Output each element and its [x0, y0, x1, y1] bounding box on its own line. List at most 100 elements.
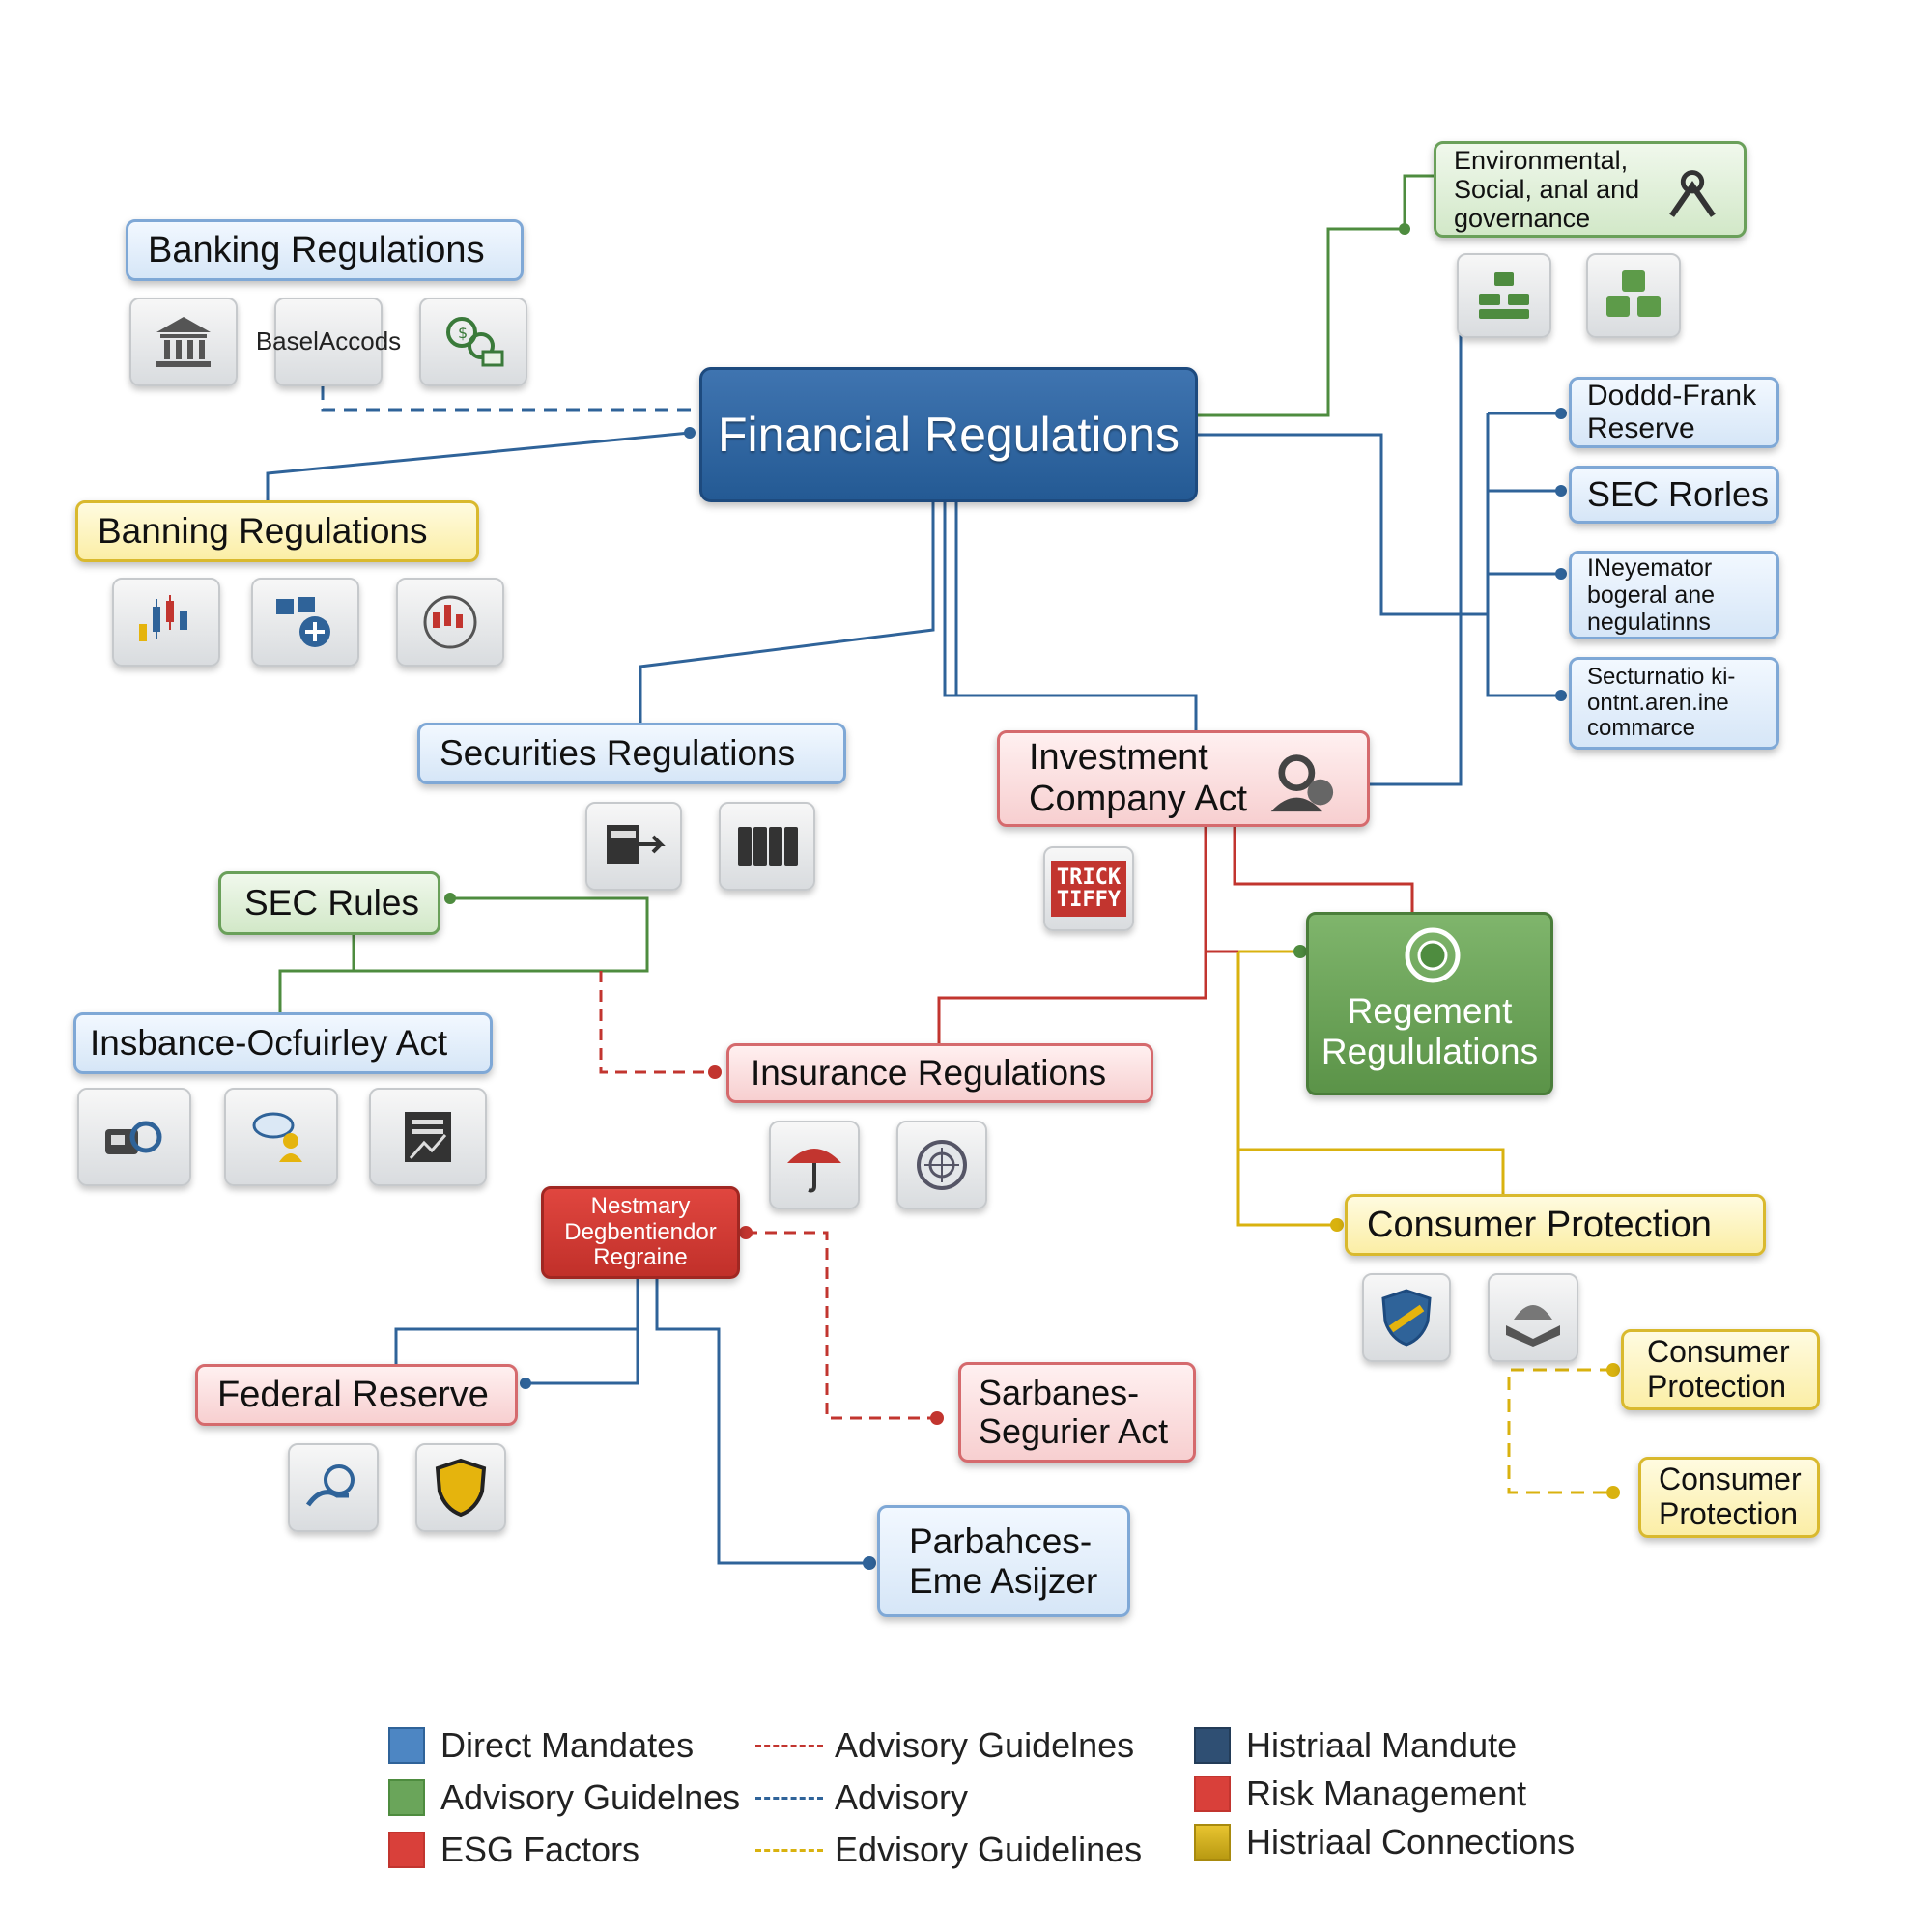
node-retirement-regulations[interactable]: Regement Regululations: [1306, 912, 1553, 1095]
node-label-line: Secturnatio ki-: [1587, 663, 1736, 690]
node-sec-rules[interactable]: SEC Rules: [218, 871, 440, 935]
camera-gear-icon[interactable]: [77, 1088, 191, 1186]
hand-coin-icon[interactable]: [288, 1443, 379, 1532]
legend-item: Advisory Guidelnes: [755, 1725, 1134, 1766]
node-label: Federal Reserve: [217, 1374, 489, 1415]
node-insbance-ocfuirley-act[interactable]: Insbance-Ocfuirley Act: [73, 1012, 493, 1074]
legend-label: Histriaal Mandute: [1246, 1725, 1518, 1765]
trading-terminal-icon[interactable]: [585, 802, 682, 891]
node-label: Insurance Regulations: [751, 1053, 1107, 1094]
connector-investment: [943, 502, 1198, 730]
connector-sarbanes: [746, 1231, 937, 1420]
node-label-line: ontnt.aren.ine: [1587, 689, 1729, 716]
node-label-line: Protection: [1659, 1496, 1799, 1531]
connector-banning: [266, 431, 691, 500]
candlestick-chart-icon[interactable]: [112, 578, 220, 667]
legend-item: Edvisory Guidelines: [755, 1830, 1142, 1870]
node-label-line: Investment: [1029, 737, 1208, 779]
advisor-chat-icon[interactable]: [224, 1088, 338, 1186]
helmet-book-icon[interactable]: [1488, 1273, 1578, 1362]
node-sarbanes-segurier-act[interactable]: Sarbanes-Segurier Act: [958, 1362, 1196, 1463]
connector-securities: [639, 502, 935, 723]
node-banking-regulations[interactable]: Banking Regulations: [126, 219, 524, 281]
tile-text-line: Accods: [318, 327, 402, 356]
ticker-board-icon[interactable]: [719, 802, 815, 891]
org-blocks-icon[interactable]: [1457, 253, 1551, 338]
legend-item: Histriaal Connections: [1194, 1822, 1575, 1862]
shield-icon[interactable]: [415, 1443, 506, 1532]
node-label-line: Environmental,: [1454, 145, 1629, 175]
node-label: Banking Regulations: [148, 229, 485, 270]
legend-item: Advisory: [755, 1777, 968, 1818]
legend-item: Histriaal Mandute: [1194, 1725, 1517, 1766]
legend-item: Advisory Guidelnes: [388, 1777, 740, 1818]
node-label-line: INeyemator: [1587, 554, 1713, 582]
connector-federal: [394, 1279, 639, 1364]
node-label-line: Degbentiendor: [564, 1218, 717, 1245]
connector-insurance: [599, 971, 715, 1074]
node-label: Consumer Protection: [1367, 1204, 1712, 1245]
shield-check-icon[interactable]: [1362, 1273, 1451, 1362]
node-label-line: Reserve: [1587, 412, 1695, 444]
esg-emblem-icon: [1669, 170, 1716, 217]
globe-icon: [1405, 927, 1461, 983]
node-financial-regulations[interactable]: Financial Regulations: [699, 367, 1198, 502]
connector-sec-rules: [278, 896, 649, 1012]
node-sec-rorles[interactable]: SEC Rorles: [1569, 466, 1779, 524]
legend-label: Direct Mandates: [440, 1725, 695, 1765]
basel-accords-tile[interactable]: BaselAccods: [256, 298, 401, 386]
svg-text:$: $: [458, 324, 468, 342]
candlestick-circle-icon[interactable]: [396, 578, 504, 667]
node-label-line: bogeral ane: [1587, 582, 1716, 609]
node-label-line: Regululations: [1321, 1031, 1539, 1071]
bank-building-icon[interactable]: [129, 298, 238, 386]
node-label-line: commarce: [1587, 715, 1696, 742]
bonds-plus-icon[interactable]: [251, 578, 359, 667]
node-securities-regulations[interactable]: Securities Regulations: [417, 723, 846, 784]
legend-label: Edvisory Guidelines: [835, 1830, 1143, 1869]
legend-label: Risk Management: [1246, 1774, 1527, 1813]
legend-item: ESG Factors: [388, 1830, 639, 1870]
node-label-line: Social, anal and: [1454, 174, 1640, 204]
node-label-line: Doddd-Frank: [1587, 380, 1757, 412]
umbrella-icon[interactable]: [769, 1121, 860, 1209]
node-label-line: Company Act: [1029, 779, 1247, 819]
node-label-line: Consumer: [1659, 1462, 1802, 1497]
node-banning-regulations[interactable]: Banning Regulations: [75, 500, 479, 562]
connector-banking: [321, 386, 699, 412]
legend-item: Direct Mandates: [388, 1725, 694, 1766]
investor-icon: [1270, 754, 1334, 812]
tile-text-line: TRICK: [1056, 865, 1122, 890]
legend-swatch-blue: [388, 1727, 425, 1764]
green-cubes-icon[interactable]: [1586, 253, 1681, 338]
legend-label: Advisory: [835, 1777, 969, 1817]
node-parbahces-eme-asijzer[interactable]: Parbahces-Eme Asijzer: [877, 1505, 1130, 1617]
node-label-line: Consumer: [1647, 1334, 1790, 1370]
document-chart-icon[interactable]: [369, 1088, 487, 1186]
node-consumer-protection[interactable]: Consumer Protection: [1345, 1194, 1766, 1256]
currency-exchange-icon[interactable]: $: [419, 298, 527, 386]
legend-swatch-red: [1194, 1776, 1231, 1812]
node-label: Insbance-Ocfuirley Act: [90, 1023, 448, 1064]
legend-dash-yellow: [755, 1848, 823, 1852]
tile-text-line: Basel: [255, 327, 319, 356]
legend-swatch-navy: [1194, 1727, 1231, 1764]
node-label-line: Eme Asijzer: [909, 1561, 1098, 1601]
legend-dash-red: [755, 1744, 823, 1747]
node-federal-reserve[interactable]: Federal Reserve: [195, 1364, 518, 1426]
node-label-line: Parbahces-: [909, 1520, 1093, 1561]
vault-dial-icon[interactable]: [896, 1121, 987, 1209]
node-label-line: Nestmary: [590, 1192, 691, 1219]
legend-item: Risk Management: [1194, 1774, 1526, 1814]
node-insurance-regulations[interactable]: Insurance Regulations: [726, 1043, 1153, 1103]
